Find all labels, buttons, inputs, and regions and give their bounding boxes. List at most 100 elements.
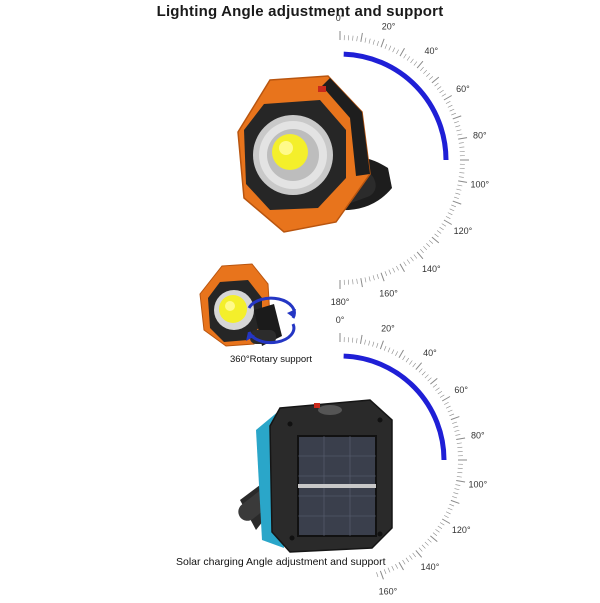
dial-label: 0° <box>336 315 345 325</box>
dial-tick <box>443 219 452 225</box>
dial-tick <box>380 38 385 48</box>
dial-tick <box>449 413 455 417</box>
dial-label: 0° <box>336 13 345 23</box>
dial-tick <box>441 93 447 97</box>
dial-tick <box>456 479 466 483</box>
dial-tick <box>445 101 451 104</box>
dial-tick <box>435 529 440 533</box>
dial-tick <box>376 342 379 348</box>
dial-tick <box>420 248 424 254</box>
rotary-lamp-small <box>199 263 282 347</box>
dial-tick <box>459 172 465 174</box>
dial-tick <box>416 251 424 260</box>
dial-tick <box>428 240 434 244</box>
dial-tick <box>454 429 460 432</box>
dial-tick <box>356 278 358 284</box>
dial-tick <box>423 69 428 74</box>
dial-tick <box>424 374 429 379</box>
dial-tick <box>439 89 444 94</box>
dial-tick <box>383 569 387 575</box>
dial-tick <box>434 82 439 87</box>
dial-tick <box>456 129 462 132</box>
dial-tick <box>439 226 444 231</box>
dial-tick <box>435 387 440 391</box>
dial-tick <box>368 340 371 346</box>
dial-label: 80° <box>471 431 485 441</box>
dial-tick <box>388 269 392 275</box>
dial-tick <box>456 442 462 444</box>
dial-tick <box>372 341 375 347</box>
dial-tick <box>395 564 399 569</box>
dial-tick <box>456 476 462 478</box>
dial-tick <box>451 204 457 208</box>
dial-tick <box>426 243 431 248</box>
dial-tick <box>449 503 455 507</box>
dial-tick <box>439 394 445 398</box>
dial-tick <box>415 362 423 370</box>
dial-tick <box>396 265 399 271</box>
dial-tick <box>452 115 462 120</box>
angle-highlight-arc <box>343 51 449 161</box>
dial-tick <box>445 405 451 409</box>
dial-tick <box>428 76 434 80</box>
dial-label: 40° <box>424 46 438 56</box>
dial-tick <box>454 488 460 491</box>
orange-work-light <box>237 75 392 233</box>
dial-tick <box>454 196 459 199</box>
dial-tick <box>458 176 464 178</box>
dial-tick <box>457 472 463 474</box>
dial-label: 40° <box>423 348 437 358</box>
dial-label: 100° <box>469 479 488 489</box>
dial-tick <box>426 72 431 77</box>
dial-tick <box>416 60 424 69</box>
dial-tick <box>434 233 439 238</box>
dial-tick <box>359 334 363 344</box>
dial-tick <box>430 535 438 543</box>
bottom-angle-dial: 0°20°40°60°80°100°120°140°160° <box>336 315 488 597</box>
dial-tick <box>436 230 442 234</box>
dial-label: 60° <box>456 84 470 94</box>
dial-tick <box>423 246 428 251</box>
dial-tick <box>432 532 438 536</box>
dial-tick <box>427 538 432 543</box>
dial-tick <box>403 261 407 267</box>
dial-tick <box>360 278 363 288</box>
dial-tick <box>453 425 459 428</box>
dial-tick <box>399 263 405 272</box>
dial-tick <box>396 49 399 55</box>
dial-tick <box>450 499 460 504</box>
dial-tick <box>402 355 406 361</box>
dial-tick <box>459 146 465 148</box>
dial-tick <box>398 561 404 571</box>
dial-tick <box>376 41 379 46</box>
dial-tick <box>356 36 358 42</box>
dial-tick <box>360 32 363 42</box>
dial-label: 120° <box>454 226 473 236</box>
dial-label: 160° <box>379 587 398 597</box>
dial-tick <box>449 208 455 212</box>
dial-tick <box>453 492 459 495</box>
dial-label: 160° <box>379 288 398 298</box>
dial-label: 140° <box>421 562 440 572</box>
dial-tick <box>410 256 414 262</box>
dial-label: 100° <box>471 180 490 190</box>
dial-tick <box>427 377 432 382</box>
dial-tick <box>455 434 461 436</box>
dial-tick <box>457 446 463 448</box>
dial-tick <box>444 515 449 519</box>
dial-tick <box>412 362 416 368</box>
dial-tick <box>398 349 404 359</box>
dial-tick <box>379 570 384 580</box>
dial-tick <box>444 401 449 405</box>
dial-tick <box>403 53 407 59</box>
dial-tick <box>447 104 453 108</box>
dial-tick <box>458 180 468 183</box>
dial-tick <box>432 384 438 388</box>
dial-tick <box>439 522 445 526</box>
dial-tick <box>372 275 375 281</box>
dial-tick <box>405 357 410 363</box>
dial-tick <box>456 437 466 441</box>
dial-tick <box>421 544 426 549</box>
dial-tick <box>458 137 468 140</box>
dial-tick <box>392 267 396 273</box>
